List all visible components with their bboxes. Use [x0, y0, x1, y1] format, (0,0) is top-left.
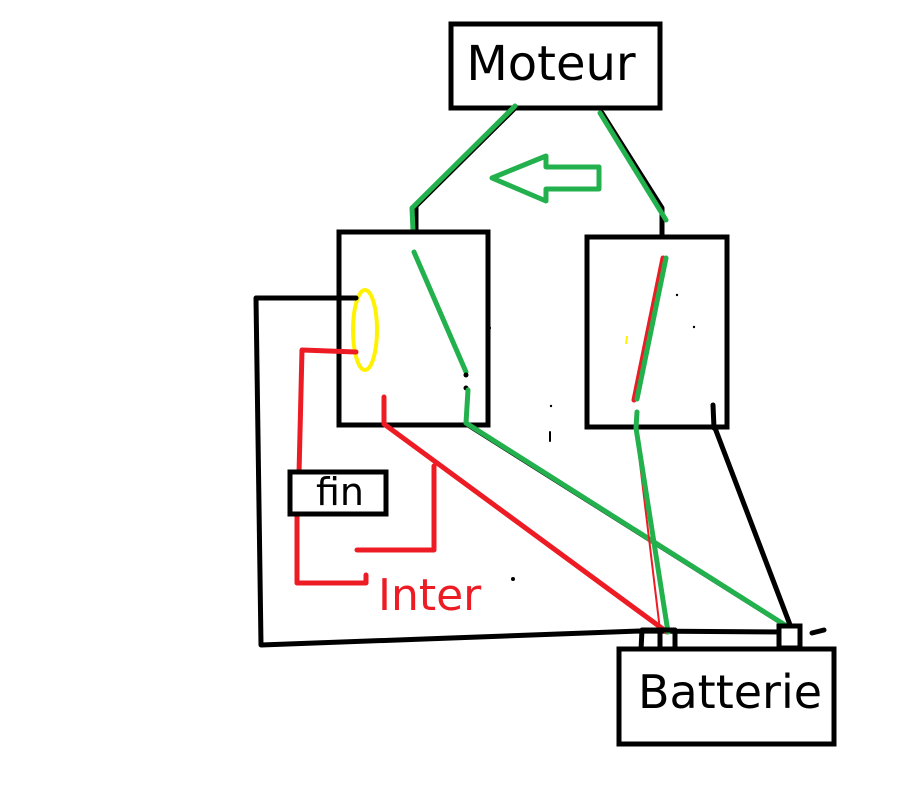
wire-common-to-battery [463, 420, 788, 628]
relay-left-contact-arm [411, 249, 469, 375]
battery-pos-terminal [638, 627, 663, 653]
battery-node: Batterie [616, 646, 837, 747]
relay-right-arm-red [631, 255, 666, 403]
relay-left-common-terminal [463, 387, 471, 426]
relay-left [336, 229, 491, 428]
switch-label: Inter [378, 570, 482, 621]
battery-label: Batterie [638, 665, 822, 719]
relay-right-arm-green [634, 255, 669, 402]
wire-inter-return [354, 463, 437, 553]
motor-node: Moteur [448, 21, 663, 111]
relay-left-side-mark [487, 326, 491, 330]
wire-motor-right-green [597, 110, 669, 223]
yellow-mark [625, 335, 628, 345]
battery-box [616, 646, 837, 747]
end-switch-box [287, 469, 389, 517]
end-switch-label: fin [316, 470, 364, 514]
battery-neg-terminal [776, 623, 803, 651]
stray-dot-4 [511, 577, 515, 581]
wire-coil-to-endswitch [296, 347, 359, 477]
end-switch-node: fin [287, 469, 389, 517]
motor-box [448, 21, 663, 111]
stray-dot-3 [549, 404, 553, 408]
wire-endswitch-to-inter [294, 513, 369, 586]
relay-left-contact-point [463, 372, 469, 378]
relay-right [584, 234, 730, 431]
control-wiring-red [294, 347, 670, 635]
wire-relay-to-battery [381, 394, 670, 635]
stray-dot-2 [692, 325, 696, 329]
battery-pos-terminal-2 [657, 627, 678, 653]
relay-coil-icon [351, 288, 379, 372]
battery-neg-dash [809, 627, 827, 636]
relay-right-box [584, 234, 730, 430]
wire-right-relay-to-battery [633, 409, 671, 635]
stray-dot [675, 293, 679, 297]
wire-right-relay-to-battery-black [712, 425, 795, 633]
wire-coil-return-black [253, 295, 793, 648]
motor-label: Moteur [466, 36, 636, 92]
relay-left-box [336, 229, 491, 428]
relay-right-terminal [710, 402, 717, 431]
direction-arrow-icon [489, 153, 602, 204]
